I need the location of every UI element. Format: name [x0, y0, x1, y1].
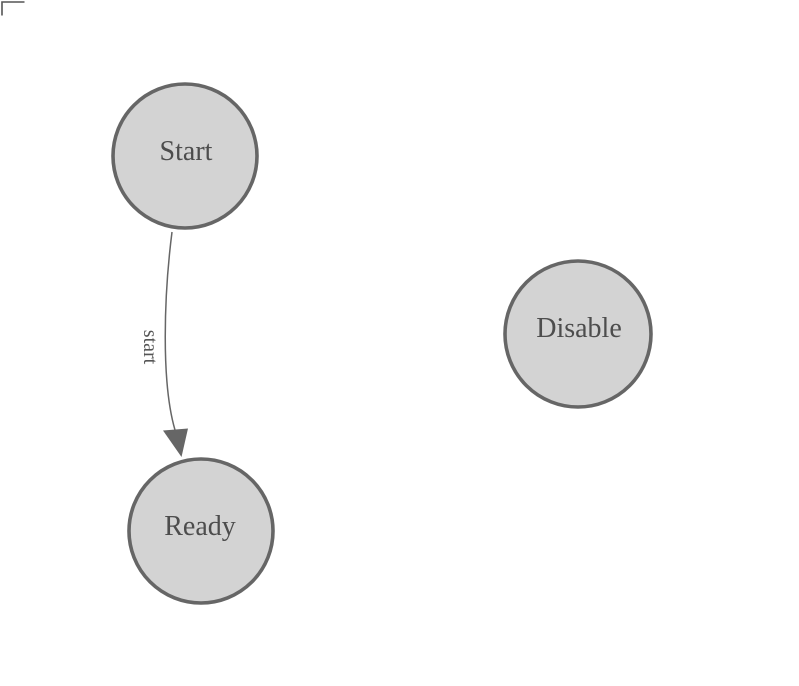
node-ready[interactable]: Ready [127, 457, 275, 605]
node-disable-circle [503, 259, 653, 409]
node-disable-label: Disable [536, 313, 622, 344]
node-start-circle [111, 82, 259, 230]
node-start[interactable]: Start [111, 82, 259, 230]
edge-label: start [139, 330, 161, 365]
node-ready-label: Ready [164, 511, 236, 542]
edge-path [164, 231, 176, 431]
edge-start-ready[interactable]: start [139, 231, 188, 457]
node-start-label: Start [160, 136, 213, 167]
node-ready-circle [127, 457, 275, 605]
canvas-corner-mark [1, 1, 25, 16]
edge-arrowhead-icon [163, 428, 188, 457]
node-disable[interactable]: Disable [503, 259, 653, 409]
